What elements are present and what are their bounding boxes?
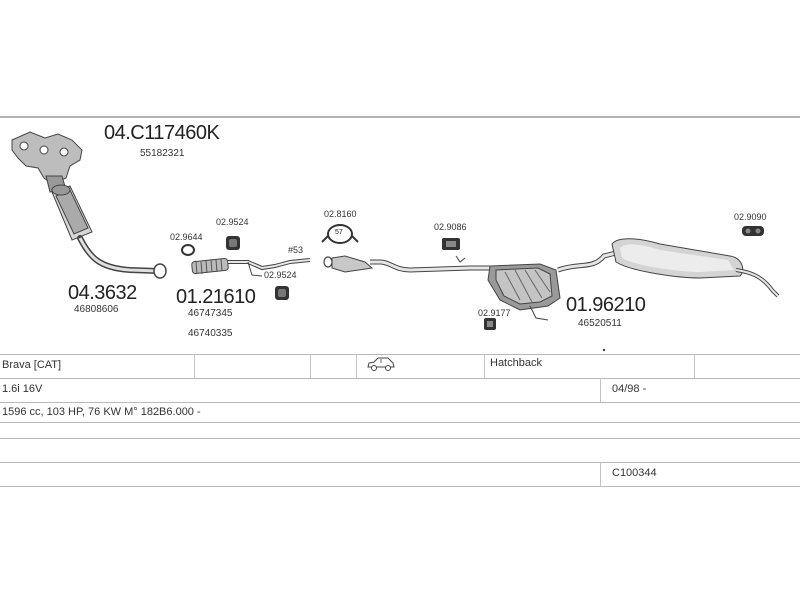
fitting-code-6: 02.9177 — [478, 308, 511, 318]
front-pipe-oe-number: 46808606 — [74, 304, 119, 315]
front-pipe-part-code: 04.3632 — [68, 282, 137, 304]
manifold-part-code: 04.C117460K — [104, 122, 220, 144]
vehicle-body-type: Hatchback — [490, 357, 542, 369]
tail-pipe — [557, 249, 621, 273]
clamp-tag: #53 — [288, 245, 304, 255]
intermediate-pipe — [323, 255, 490, 273]
clamp-ring — [321, 224, 359, 244]
fitting-code-1: 02.9644 — [170, 232, 203, 242]
fitting-rubber-hanger — [742, 226, 764, 236]
manifold-part — [11, 131, 83, 193]
catalog-number: C100344 — [612, 467, 657, 479]
middle-section-pipe — [191, 257, 311, 277]
fitting-code-2: 02.9524 — [216, 217, 249, 227]
middle-section-part-code: 01.21610 — [176, 286, 256, 308]
middle-section-oe-number-2: 46740335 — [188, 328, 233, 339]
ring-size-label: 57 — [335, 229, 343, 236]
fitting-rubber-mount-1 — [226, 236, 240, 250]
fitting-clamp — [484, 318, 496, 330]
fitting-code-4: 02.8160 — [324, 209, 357, 219]
tail-silencer — [611, 238, 780, 298]
car-icon — [366, 356, 396, 375]
vehicle-date: 04/98 - — [612, 383, 647, 395]
fitting-ring — [181, 244, 195, 256]
vehicle-details: 1596 cc, 103 HP, 76 KW M° 182B6.000 - — [2, 406, 201, 418]
manifold-oe-number: 55182321 — [140, 148, 185, 159]
rear-silencer — [487, 263, 561, 321]
fitting-code-7: 02.9090 — [734, 212, 767, 222]
rear-section-oe-number: 46520511 — [578, 318, 622, 329]
fitting-code-5: 02.9086 — [434, 222, 467, 232]
fitting-rubber-mount-2 — [275, 286, 289, 300]
vehicle-engine: 1.6i 16V — [2, 383, 43, 395]
fitting-code-3: 02.9524 — [264, 270, 297, 280]
fitting-bracket — [442, 238, 460, 250]
catalytic-converter — [51, 184, 93, 241]
middle-section-oe-number-1: 46747345 — [188, 308, 233, 319]
rear-section-part-code: 01.96210 — [566, 294, 646, 316]
vehicle-model: Brava [CAT] — [2, 359, 62, 371]
